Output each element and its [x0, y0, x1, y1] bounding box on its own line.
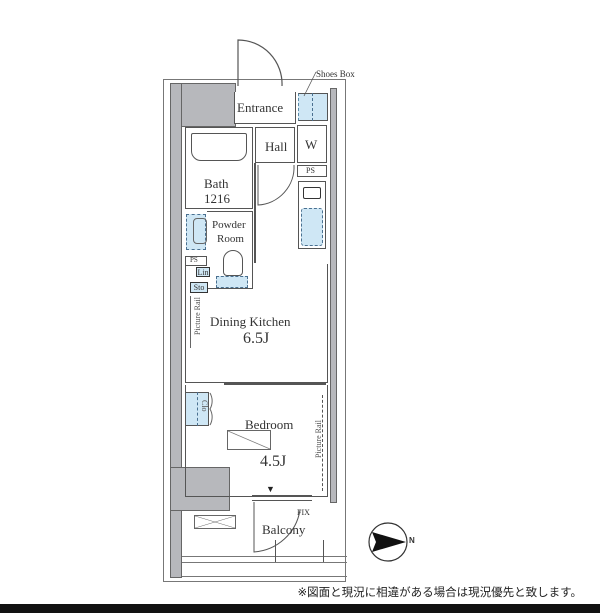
balcony-door-swing — [253, 502, 301, 553]
powder-room-label-2: Room — [217, 233, 244, 245]
air-conditioner-icon — [227, 430, 271, 450]
window-marker-icon: ▼ — [266, 484, 275, 494]
outer-wall-outline — [163, 79, 346, 582]
bedroom-label: Bedroom — [245, 417, 294, 432]
compass-north-icon — [368, 522, 408, 562]
bedroom — [185, 385, 328, 497]
bedroom-window — [252, 495, 312, 501]
storage-closet: Sto — [190, 282, 208, 293]
washer-label: W — [305, 137, 318, 152]
hall-label: Hall — [265, 139, 288, 154]
bottom-bar — [0, 604, 600, 613]
entrance-label: Entrance — [237, 100, 284, 115]
dining-kitchen-label: Dining Kitchen — [210, 314, 291, 329]
stove-icon — [303, 187, 321, 199]
bath-label: Bath — [204, 176, 229, 191]
shoes-box-dashed-line — [312, 93, 313, 121]
entrance-area — [234, 92, 296, 124]
left-wall-column — [170, 83, 182, 578]
sink-icon — [301, 208, 323, 246]
balcony-rail-2 — [182, 562, 347, 563]
balcony-label: Balcony — [262, 522, 306, 537]
linen-storage: Lin — [196, 267, 210, 277]
balcony-partition-1 — [275, 540, 276, 562]
fix-label: FIX — [297, 508, 310, 517]
balcony-partition-2 — [323, 540, 324, 562]
outdoor-unit-icon — [194, 515, 236, 529]
washer-space — [297, 125, 327, 163]
closet-door-swing — [209, 392, 213, 426]
bath-size-label: 1216 — [204, 191, 230, 206]
shoes-box-label: Shoes Box — [316, 69, 355, 79]
sliding-door-track — [224, 383, 326, 385]
toilet-icon — [223, 250, 243, 276]
vanity-basin — [186, 214, 206, 250]
hall-door-swing — [257, 164, 295, 206]
floor-plan: Entrance Shoes Box Hall W PS Bath 1216 P… — [163, 39, 415, 582]
hall-area — [255, 127, 295, 163]
picture-rail-left-line — [190, 296, 191, 348]
shoes-box-leader — [303, 71, 317, 97]
balcony — [182, 511, 347, 577]
pipe-space-top — [297, 165, 327, 177]
closet-label: Clo — [200, 400, 209, 412]
left-wall-block-bottom — [170, 467, 230, 511]
linen-label: Lin — [197, 268, 209, 277]
bathtub-icon — [191, 133, 247, 161]
powder-room-label-1: Powder — [212, 219, 246, 231]
basin-icon — [193, 218, 207, 244]
picture-rail-right-line — [322, 395, 323, 491]
toilet-cabinet — [216, 276, 248, 288]
hall-partition — [254, 163, 256, 263]
pipe-space-top-label: PS — [306, 166, 315, 175]
picture-rail-left-label: Picture Rail — [193, 297, 202, 335]
balcony-rail-1 — [182, 556, 347, 557]
closet-dashed-line — [197, 392, 198, 426]
shoes-box — [298, 93, 328, 121]
entrance-door-swing — [237, 39, 283, 87]
right-wall-column — [330, 88, 337, 503]
dining-kitchen-size-label: 6.5J — [243, 330, 270, 347]
bedroom-size-label: 4.5J — [260, 453, 287, 470]
pipe-space-left — [185, 256, 207, 266]
dining-kitchen — [185, 264, 328, 383]
disclaimer-note: ※図面と現況に相違がある場合は現況優先と致します。 — [297, 585, 582, 599]
storage-label: Sto — [193, 283, 205, 292]
compass-n-label: N — [409, 536, 415, 545]
pipe-space-left-label: PS — [190, 256, 198, 264]
